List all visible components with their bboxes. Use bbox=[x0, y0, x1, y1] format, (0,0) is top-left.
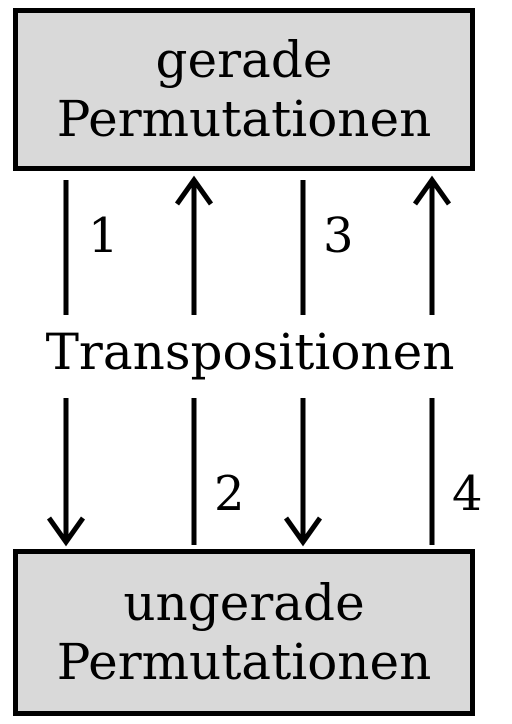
odd-permutations-box: ungerade Permutationen bbox=[13, 549, 475, 716]
arrow-1-down bbox=[46, 180, 86, 547]
transpositions-label: Transpositionen bbox=[0, 323, 500, 381]
even-permutations-line2: Permutationen bbox=[56, 89, 432, 148]
arrow-3-down bbox=[283, 180, 323, 547]
odd-permutations-line2: Permutationen bbox=[56, 632, 432, 691]
arrow-3-label: 3 bbox=[323, 208, 354, 264]
even-permutations-line1: gerade bbox=[155, 30, 333, 89]
odd-permutations-line1: ungerade bbox=[123, 573, 365, 632]
arrow-4-label: 4 bbox=[452, 466, 483, 522]
arrow-2-label: 2 bbox=[214, 466, 245, 522]
arrow-2-up bbox=[174, 175, 214, 545]
arrow-1-label: 1 bbox=[88, 208, 119, 264]
arrow-4-up bbox=[412, 175, 452, 545]
even-permutations-box: gerade Permutationen bbox=[13, 8, 475, 171]
